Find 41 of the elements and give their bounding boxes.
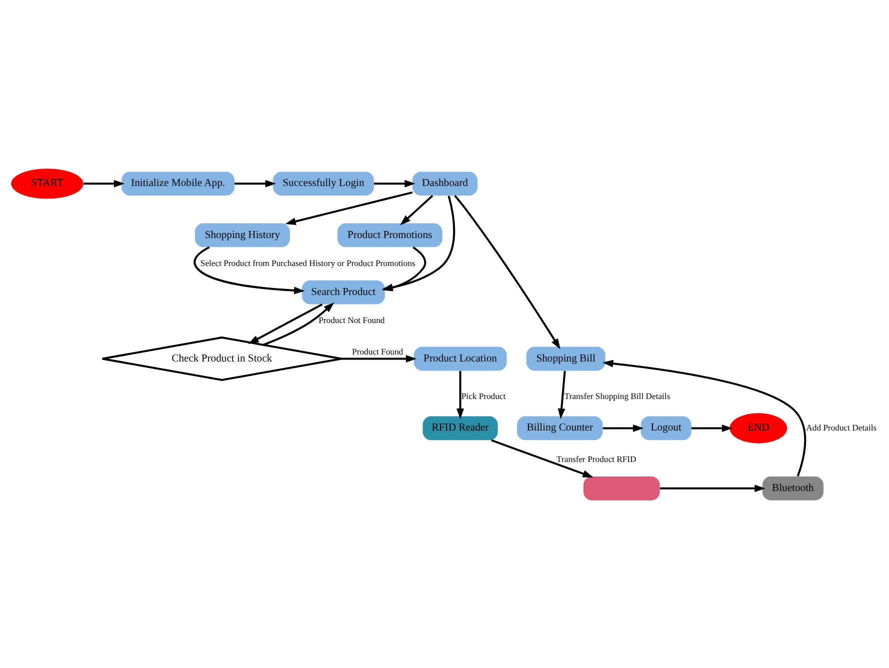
- arrow: [491, 438, 594, 477]
- node-box: Dashboard: [412, 171, 478, 196]
- node-box: Bluetooth: [762, 476, 824, 500]
- node-box: Billing Counter: [517, 416, 603, 440]
- edge-label: Product Found: [352, 346, 404, 356]
- edge-label: Pick Product: [461, 390, 506, 400]
- arrow: [341, 354, 417, 362]
- arrow: [382, 195, 456, 291]
- arrow: [285, 190, 413, 225]
- arrow: [84, 179, 125, 187]
- edge-label: Product Not Found: [318, 314, 385, 325]
- node-box: Shopping Bill: [526, 346, 606, 370]
- node-box: Logout: [640, 416, 692, 440]
- node-box: Product Promotions: [337, 222, 442, 247]
- arrow: [602, 424, 644, 432]
- arrow: [691, 424, 733, 432]
- node-ellipse: END: [730, 412, 788, 443]
- arrow: [382, 246, 426, 291]
- arrow: [558, 370, 566, 419]
- arrow: [454, 194, 560, 349]
- node-box: Successfully Login: [273, 171, 374, 196]
- arrow: [456, 370, 464, 419]
- edge-label: Add Product Details: [806, 422, 877, 432]
- node-box: Initialize Mobile App.: [122, 171, 234, 196]
- arrow: [194, 246, 305, 294]
- edge-label: Transfer Shopping Bill Details: [564, 390, 670, 400]
- arrow: [234, 179, 276, 187]
- node-box: Product Location: [414, 346, 507, 370]
- arrow: [374, 179, 416, 187]
- arrow: [263, 302, 334, 346]
- arrow: [602, 359, 806, 476]
- node-box: Shopping History: [194, 222, 290, 247]
- edge-label: Select Product from Purchased History or Product Promotions: [200, 258, 416, 268]
- node-ellipse: START: [11, 168, 84, 198]
- arrow: [400, 194, 434, 225]
- node-box: Search Product: [302, 280, 385, 304]
- arrow: [660, 484, 766, 492]
- node-box: [583, 476, 660, 500]
- node-box: RFID Reader: [422, 416, 498, 440]
- edge-label: Transfer Product RFID: [556, 454, 636, 464]
- arrow: [248, 302, 323, 344]
